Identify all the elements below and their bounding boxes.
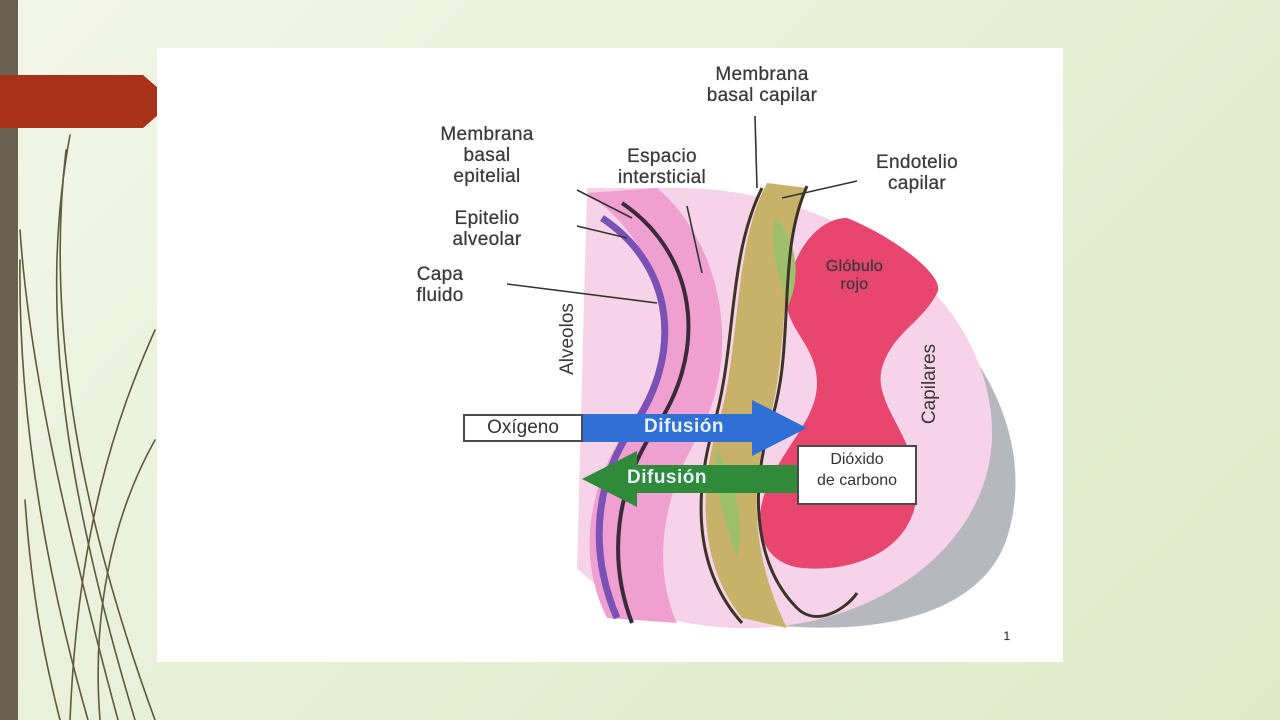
label-capa-fluido: Capa fluido (416, 264, 464, 306)
label-epitelio-alveolar: Epitelio alveolar (452, 208, 522, 250)
left-border-bar (0, 0, 18, 720)
figure-number: 1 (1003, 629, 1011, 643)
accent-tab (0, 75, 158, 128)
pointer-capa-fluido (506, 283, 658, 304)
label-difusion-co2: Difusión (627, 467, 707, 488)
label-capilares: Capilares (919, 343, 941, 425)
pointer-membrana-basal-capilar (754, 115, 758, 189)
label-oxigeno: Oxígeno (463, 414, 583, 442)
label-dioxido-carbono: Dióxido de carbono (797, 445, 917, 505)
decorative-vines (19, 134, 156, 720)
pointer-endotelio-capilar (781, 180, 858, 199)
pointer-membrana-basal-epitelial (576, 189, 633, 219)
label-globulo-rojo: Glóbulo rojo (825, 258, 884, 293)
diagram-figure: Membrana basal capilar Membrana basal ep… (157, 48, 1063, 662)
co2-diffusion-arrow (582, 451, 797, 507)
label-espacio-intersticial: Espacio intersticial (617, 146, 707, 188)
label-alveolos: Alveolos (556, 303, 578, 375)
label-difusion-oxigeno: Difusión (644, 416, 724, 437)
pointer-epitelio-alveolar (576, 225, 628, 239)
label-membrana-basal-capilar: Membrana basal capilar (706, 64, 818, 106)
pointer-espacio-intersticial (686, 205, 703, 274)
label-endotelio-capilar: Endotelio capilar (876, 152, 958, 194)
label-membrana-basal-epitelial: Membrana basal epitelial (440, 124, 534, 187)
oxygen-diffusion-arrow (577, 400, 807, 456)
green-patch-2 (772, 218, 796, 308)
